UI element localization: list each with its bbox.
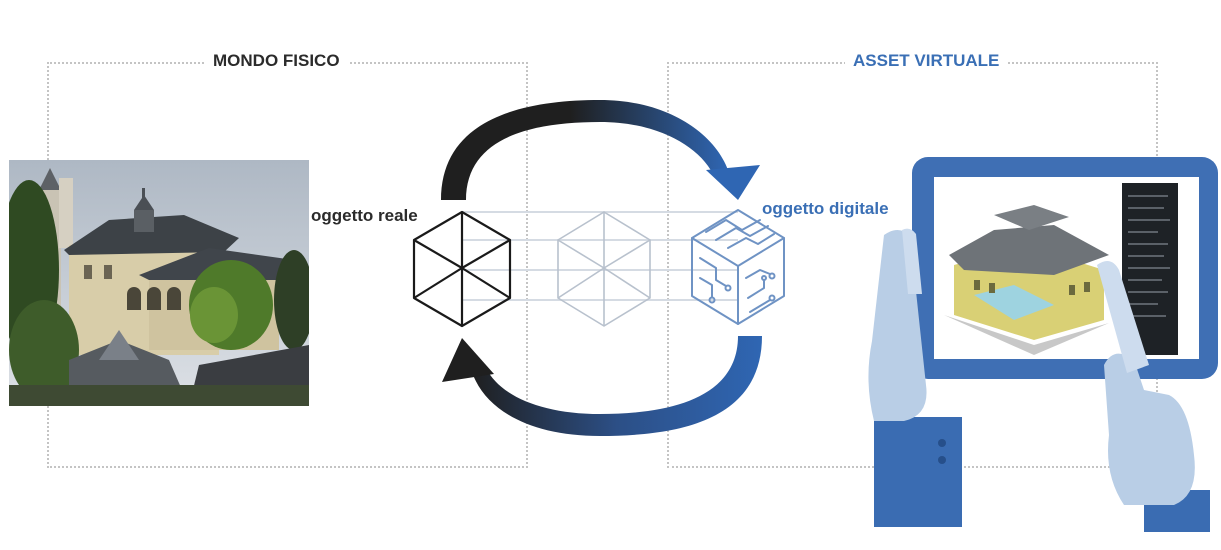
real-building-photo xyxy=(9,160,309,406)
connector-lines xyxy=(462,211,738,301)
circuit-cube-icon xyxy=(691,209,785,325)
digital-object-label: oggetto digitale xyxy=(762,199,889,218)
curved-arrow-left-icon xyxy=(442,336,762,436)
cube-faded-icon xyxy=(557,211,651,327)
cube-outline-icon xyxy=(412,210,512,328)
real-object-label: oggetto reale xyxy=(311,206,418,225)
physical-world-title: MONDO FISICO xyxy=(205,51,348,71)
tablet-illustration xyxy=(854,155,1220,545)
curved-arrow-right-icon xyxy=(441,100,760,200)
virtual-asset-title: ASSET VIRTUALE xyxy=(845,51,1008,71)
